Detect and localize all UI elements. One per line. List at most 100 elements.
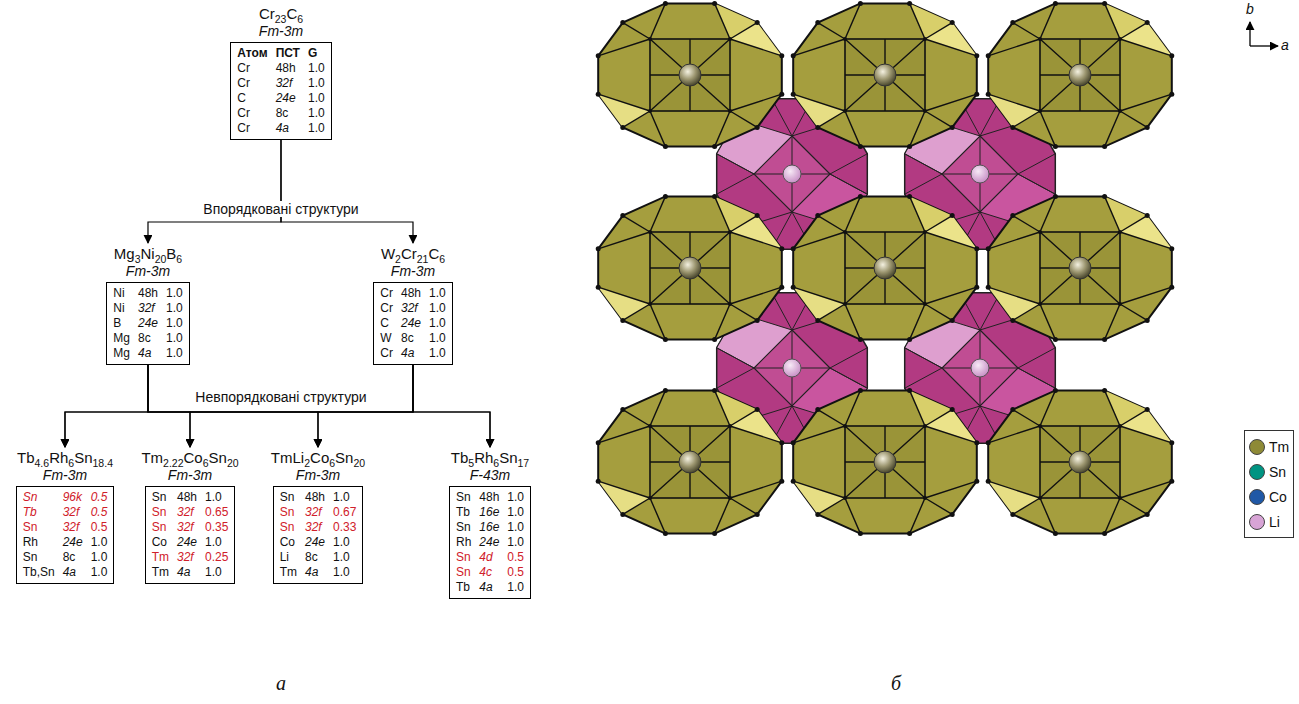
table-cell: 1.0 — [166, 331, 183, 346]
tm-polyhedron — [986, 388, 1175, 536]
space-group: F-43m — [449, 467, 531, 484]
table-cell: 4d — [479, 550, 499, 565]
table-cell: 1.0 — [333, 535, 356, 550]
panel-label: б — [891, 672, 901, 695]
table-cell: 1.0 — [166, 301, 183, 316]
tm-polyhedron — [596, 1, 785, 149]
structure-node: TmLi2Co6Sn20Fm-3mSn48h1.0Sn32f0.67Sn32f0… — [271, 448, 365, 584]
tree-connector — [318, 365, 413, 447]
axis-label: b — [1246, 1, 1254, 17]
table-cell: 1.0 — [333, 490, 356, 505]
branch-label: Впорядковані структури — [200, 201, 361, 217]
structure-node: Mg3Ni20B6Fm-3mNi48h1.0Ni32f1.0B24e1.0Mg8… — [106, 244, 189, 365]
axes — [1250, 22, 1278, 46]
table-cell: 1.0 — [205, 490, 228, 505]
table-cell: 1.0 — [308, 121, 325, 136]
site-table: Ni48h1.0Ni32f1.0B24e1.0Mg8c1.0Mg4a1.0 — [106, 282, 189, 365]
axis-arrow — [1249, 22, 1250, 46]
table-cell: 32f — [63, 505, 83, 520]
table-cell: 24e — [63, 535, 83, 550]
legend-item: Li — [1249, 509, 1289, 534]
legend-text: Li — [1269, 514, 1280, 530]
table-cell: Cr — [237, 76, 267, 91]
tree-connector — [148, 365, 318, 447]
table-cell: Rh — [23, 535, 55, 550]
table-cell: Sn — [280, 490, 297, 505]
table-cell: Sn — [152, 520, 169, 535]
tree-connector — [413, 365, 490, 447]
site-table: Cr48h1.0Cr32f1.0C24e1.0W8c1.0Cr4a1.0 — [373, 282, 452, 365]
table-cell: 1.0 — [429, 331, 446, 346]
legend-swatch — [1249, 464, 1265, 480]
table-cell: 8c — [401, 331, 421, 346]
table-cell: Tm — [152, 565, 169, 580]
table-cell: Cr — [380, 346, 393, 361]
space-group: Fm-3m — [16, 467, 115, 484]
table-cell: 1.0 — [91, 550, 108, 565]
table-cell: 0.5 — [507, 550, 524, 565]
table-cell: 32f — [177, 550, 197, 565]
table-cell: 1.0 — [308, 61, 325, 76]
table-cell: 0.5 — [91, 505, 108, 520]
table-header: Атом — [237, 46, 267, 61]
table-header: ПСТ — [276, 46, 300, 61]
table-cell: 1.0 — [507, 520, 524, 535]
table-cell: Sn — [456, 550, 471, 565]
table-cell: 1.0 — [91, 535, 108, 550]
table-cell: 48h — [479, 490, 499, 505]
table-cell: 1.0 — [429, 316, 446, 331]
table-cell: 4a — [305, 565, 325, 580]
legend-item: Sn — [1249, 459, 1289, 484]
table-cell: Mg — [113, 331, 130, 346]
table-cell: Sn — [280, 520, 297, 535]
table-cell: 32f — [305, 505, 325, 520]
table-cell: 24e — [305, 535, 325, 550]
table-cell: Sn — [152, 505, 169, 520]
table-cell: Co — [280, 535, 297, 550]
table-cell: Sn — [23, 490, 55, 505]
legend-text: Tm — [1269, 439, 1289, 455]
table-cell: 1.0 — [166, 286, 183, 301]
tm-polyhedron — [986, 194, 1175, 342]
tm-polyhedron — [791, 388, 980, 536]
table-cell: 4a — [138, 346, 158, 361]
table-cell: Tb — [23, 505, 55, 520]
table-cell: Tm — [152, 550, 169, 565]
space-group: Fm-3m — [271, 467, 365, 484]
table-cell: 32f — [276, 76, 300, 91]
legend-swatch — [1249, 439, 1265, 455]
axis-label: a — [1281, 37, 1289, 53]
table-cell: W — [380, 331, 393, 346]
site-table: Sn48h1.0Sn32f0.67Sn32f0.33Co24e1.0Li8c1.… — [273, 486, 364, 584]
table-cell: Sn — [456, 490, 471, 505]
table-cell: Cr — [237, 121, 267, 136]
table-cell: Li — [280, 550, 297, 565]
table-cell: Ni — [113, 286, 130, 301]
table-cell: 1.0 — [333, 565, 356, 580]
tree-connector — [148, 140, 281, 243]
table-cell: 16e — [479, 505, 499, 520]
table-cell: 0.65 — [205, 505, 228, 520]
tm-polyhedron — [596, 194, 785, 342]
table-cell: 1.0 — [507, 535, 524, 550]
axis-arrow — [1250, 45, 1278, 46]
table-cell: 1.0 — [308, 106, 325, 121]
tree-connector — [65, 365, 148, 447]
table-cell: 1.0 — [507, 505, 524, 520]
table-cell: 1.0 — [507, 490, 524, 505]
table-cell: Rh — [456, 535, 471, 550]
tm-polyhedron — [791, 1, 980, 149]
formula-heading: Tm2.22Co6Sn20 — [141, 448, 238, 467]
table-cell: 24e — [401, 316, 421, 331]
legend-text: Sn — [1269, 464, 1286, 480]
formula-heading: Cr23C6 — [230, 4, 331, 23]
table-cell: Sn — [456, 520, 471, 535]
table-cell: Tb,Sn — [23, 565, 55, 580]
table-cell: Mg — [113, 346, 130, 361]
table-cell: 24e — [479, 535, 499, 550]
table-cell: 32f — [177, 520, 197, 535]
site-table: Sn96k0.5Tb32f0.5Sn32f0.5Rh24e1.0Sn8c1.0T… — [16, 486, 115, 584]
table-cell: 0.33 — [333, 520, 356, 535]
structure-node: W2Cr21C6Fm-3mCr48h1.0Cr32f1.0C24e1.0W8c1… — [373, 244, 452, 365]
